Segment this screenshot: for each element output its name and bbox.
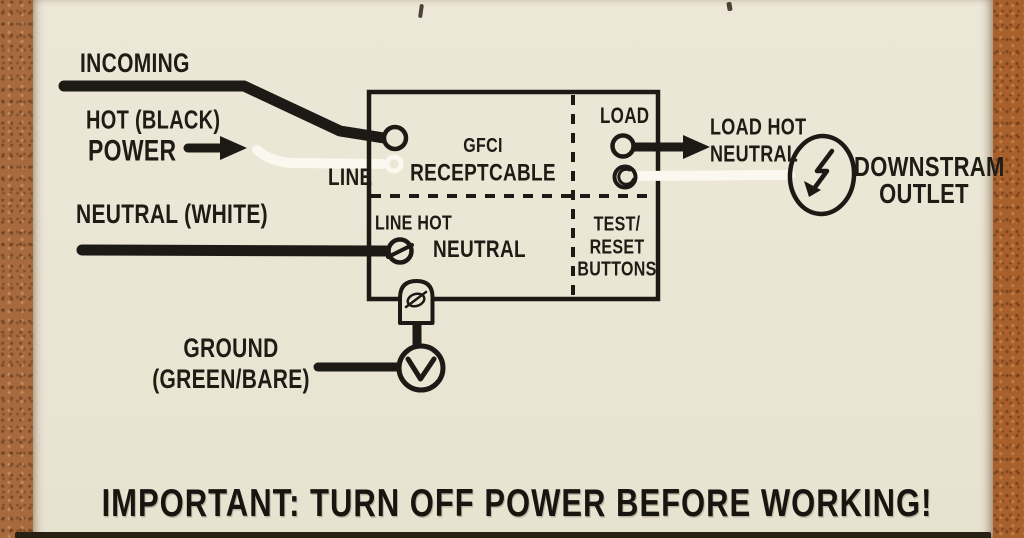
gfci-title: GFCI RECEPTCABLE xyxy=(407,133,559,187)
test-reset-line3: BUTTONS xyxy=(577,258,657,281)
power-label: POWER xyxy=(88,133,177,167)
hot-black-label: HOT (BLACK) xyxy=(86,106,221,135)
downstream-label-line2: OUTLET xyxy=(879,177,969,210)
line-neutral-terminal-slash xyxy=(386,243,414,259)
downstream-outlet-symbol xyxy=(787,133,857,217)
downstream-outlet-label: DOWNSTRAM OUTLET xyxy=(854,150,1005,210)
power-arrow-icon xyxy=(220,136,247,160)
ground-check-icon xyxy=(405,356,437,382)
incoming-hot-wire xyxy=(58,80,390,144)
ground-screw-icon xyxy=(398,279,435,325)
lightning-bolt-arrowhead xyxy=(804,181,821,197)
ground-label: GROUND (GREEN/BARE) xyxy=(146,334,316,395)
gfci-title-line2: RECEPTCABLE xyxy=(410,159,556,187)
neutral-wire xyxy=(76,244,392,257)
load-neutral-curl-icon xyxy=(617,167,635,186)
downstream-label-line1: DOWNSTRAM xyxy=(854,150,1005,183)
incoming-label: INCOMING xyxy=(80,48,190,79)
safety-warning: IMPORTANT: TURN OFF POWER BEFORE WORKING… xyxy=(101,481,933,525)
box-neutral-label: NEUTRAL xyxy=(433,236,526,264)
load-hot-label: LOAD HOT xyxy=(710,114,807,140)
gfci-title-line1: GFCI xyxy=(463,135,503,158)
ground-terminal xyxy=(396,343,446,393)
load-label: LOAD xyxy=(600,103,650,129)
line-neutral-white-terminal xyxy=(384,154,404,174)
line-terminal-label: LINE xyxy=(328,164,373,192)
line-hot-label: LINE HOT xyxy=(375,212,453,235)
test-reset-line2: RESET xyxy=(589,236,645,259)
corkboard-left-edge xyxy=(0,0,33,538)
load-neutral-label: NEUTRAL xyxy=(710,140,799,167)
load-hot-terminal xyxy=(610,133,636,159)
paper-bottom-shadow xyxy=(15,532,991,538)
test-reset-line1: TEST/ xyxy=(593,214,641,236)
incoming-neutral-wire-white xyxy=(252,145,387,169)
load-arrow-icon xyxy=(683,135,710,159)
corkboard-right-edge xyxy=(993,0,1024,538)
load-hot-neutral-label: LOAD HOT NEUTRAL xyxy=(710,114,806,168)
neutral-white-label: NEUTRAL (WHITE) xyxy=(76,199,268,230)
ground-screw-slash xyxy=(404,290,428,309)
ground-screw-scribble xyxy=(406,292,426,308)
line-hot-terminal xyxy=(381,124,409,152)
load-neutral-wire-white xyxy=(630,170,795,181)
ground-label-line2: (GREEN/BARE) xyxy=(152,364,310,395)
gfci-box-outline xyxy=(366,89,661,302)
lightning-bolt-icon xyxy=(810,148,835,193)
test-reset-label: TEST/ RESET BUTTONS xyxy=(570,214,664,281)
ground-label-line1: GROUND xyxy=(183,334,279,364)
